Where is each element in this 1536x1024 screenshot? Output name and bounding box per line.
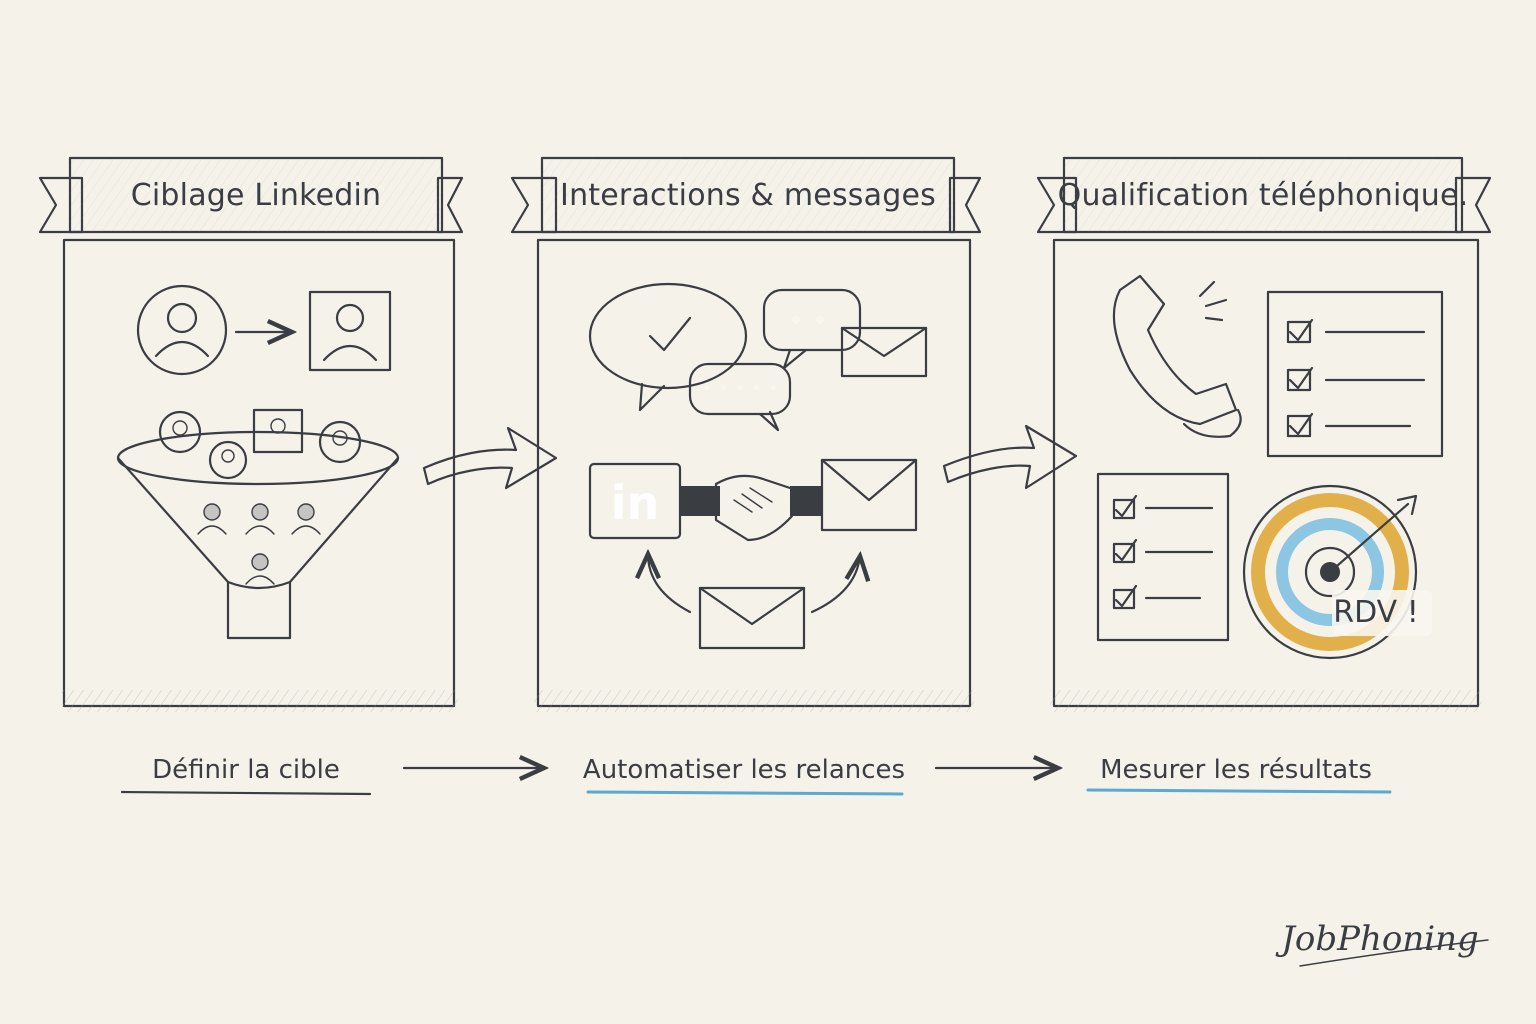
cycle-arrow-icon	[648, 554, 692, 614]
caption-underline	[586, 790, 904, 796]
caption: Automatiser les relances	[583, 755, 905, 785]
panel-shadow	[534, 690, 974, 712]
svg-text:• • • • •: • • • • •	[702, 378, 778, 399]
signature-underline	[1299, 939, 1489, 967]
checklist-icon	[1096, 472, 1230, 642]
caption-underline	[120, 790, 372, 796]
linkedin-logo-icon: in	[588, 462, 682, 540]
title-ribbon: Ciblage Linkedin	[38, 156, 464, 234]
brand-signature: JobPhoning	[1275, 919, 1479, 959]
target-arrow-icon: RDV !	[1242, 484, 1432, 660]
caption: Mesurer les résultats	[1100, 755, 1372, 785]
caption: Définir la cible	[152, 755, 340, 785]
profile-card-icon	[308, 290, 392, 372]
panel-title: Qualification téléphonique.	[1058, 178, 1469, 213]
target-label: RDV !	[1333, 595, 1419, 630]
panel-2: Interactions & messages • • • • • in	[510, 156, 982, 712]
panel-shadow	[62, 690, 458, 712]
checklist-icon	[1266, 290, 1444, 458]
linkedin-label: in	[611, 476, 660, 530]
speech-bubble-check-icon	[588, 282, 748, 412]
caption-underline	[1086, 788, 1392, 794]
title-ribbon: Interactions & messages	[510, 156, 982, 234]
panel-1: Ciblage Linkedin	[38, 156, 464, 712]
panel-title: Ciblage Linkedin	[131, 178, 382, 213]
big-arrow-icon	[422, 426, 558, 490]
phone-icon	[1112, 274, 1242, 438]
panel-3: Qualification téléphonique.	[1036, 156, 1492, 712]
big-arrow-icon	[942, 424, 1078, 490]
captions-row: Définir la cible Automatiser les relance…	[120, 755, 1392, 796]
cycle-arrow-icon	[810, 556, 860, 614]
chat-bubble-icon: • • • • •	[688, 362, 792, 432]
envelope-icon	[698, 586, 806, 650]
envelope-icon	[840, 326, 928, 378]
panel-title: Interactions & messages	[560, 178, 936, 213]
title-ribbon: Qualification téléphonique.	[1036, 156, 1492, 234]
user-avatar-icon	[136, 284, 228, 376]
envelope-icon	[820, 458, 918, 532]
panel-shadow	[1050, 690, 1482, 712]
handshake-icon	[680, 474, 822, 542]
funnel-icon	[116, 408, 400, 640]
